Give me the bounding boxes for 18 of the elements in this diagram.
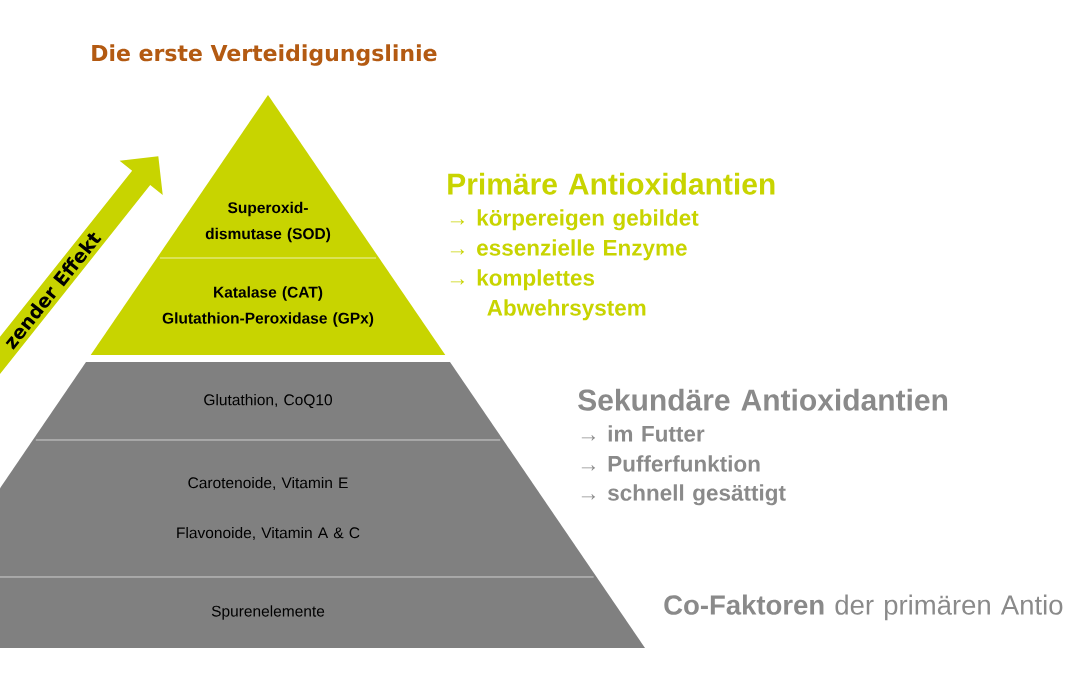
pyramid-layer: Glutathion, CoQ10 [32,362,504,440]
node-label: Flavonoide, Vitamin A & C [177,526,360,541]
node-label: Glutathion, CoQ10 [204,393,332,409]
bullet-text: → körpereigen gebildet [450,209,699,231]
heading: Sekundäre Antioxidantien [578,388,948,411]
node-label: Carotenoide, Vitamin E [188,476,348,491]
heading: Primäre Antioxidantien [448,172,775,195]
node-label: Katalase (CAT) Glutathion-Peroxidase (GPx) [162,286,374,327]
bullet-text: → komplettes Abwehrsystem [450,269,646,321]
node-label: Spurenelemente [211,605,325,620]
pyramid-layer: Superoxid- dismutase (SOD) [156,95,380,258]
heading: Co-Faktoren der primären Antio [664,594,1063,621]
pyramid-layer: Spurenelemente [0,577,645,648]
title: Die erste Verteidigungslinie [92,44,437,66]
pyramid-layer: Katalase (CAT) Glutathion-Peroxidase (GPx) [90,258,446,355]
node-label: Superoxid- dismutase (SOD) [205,201,331,243]
bullet-text: → essenzielle Enzyme [450,239,687,261]
bullet-text: → im Futter [581,425,705,442]
